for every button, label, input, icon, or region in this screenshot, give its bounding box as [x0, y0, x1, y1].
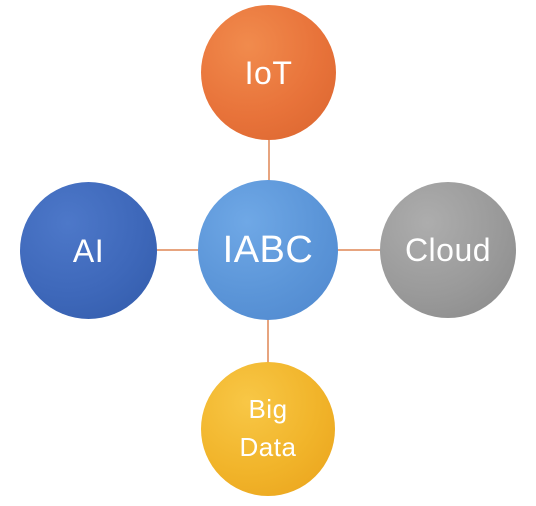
cloud-label: Cloud — [404, 232, 492, 268]
connector-center-to-big-data — [267, 316, 269, 368]
iot-node: IoT — [201, 5, 336, 140]
connector-center-to-ai — [154, 249, 202, 251]
big-data-label-line-2: Data — [239, 432, 297, 462]
big-data-node: Big Data — [201, 362, 335, 496]
connector-center-to-cloud — [334, 249, 382, 251]
ai-label: AI — [72, 232, 105, 269]
iabc-label: IABC — [222, 229, 314, 271]
connector-center-to-iot — [268, 140, 270, 186]
ai-node: AI — [20, 182, 157, 319]
iot-label: IoT — [244, 54, 293, 91]
big-data-label-line-1: Big — [248, 394, 288, 425]
cloud-node: Cloud — [380, 182, 516, 318]
iabc-center-node: IABC — [198, 180, 338, 320]
